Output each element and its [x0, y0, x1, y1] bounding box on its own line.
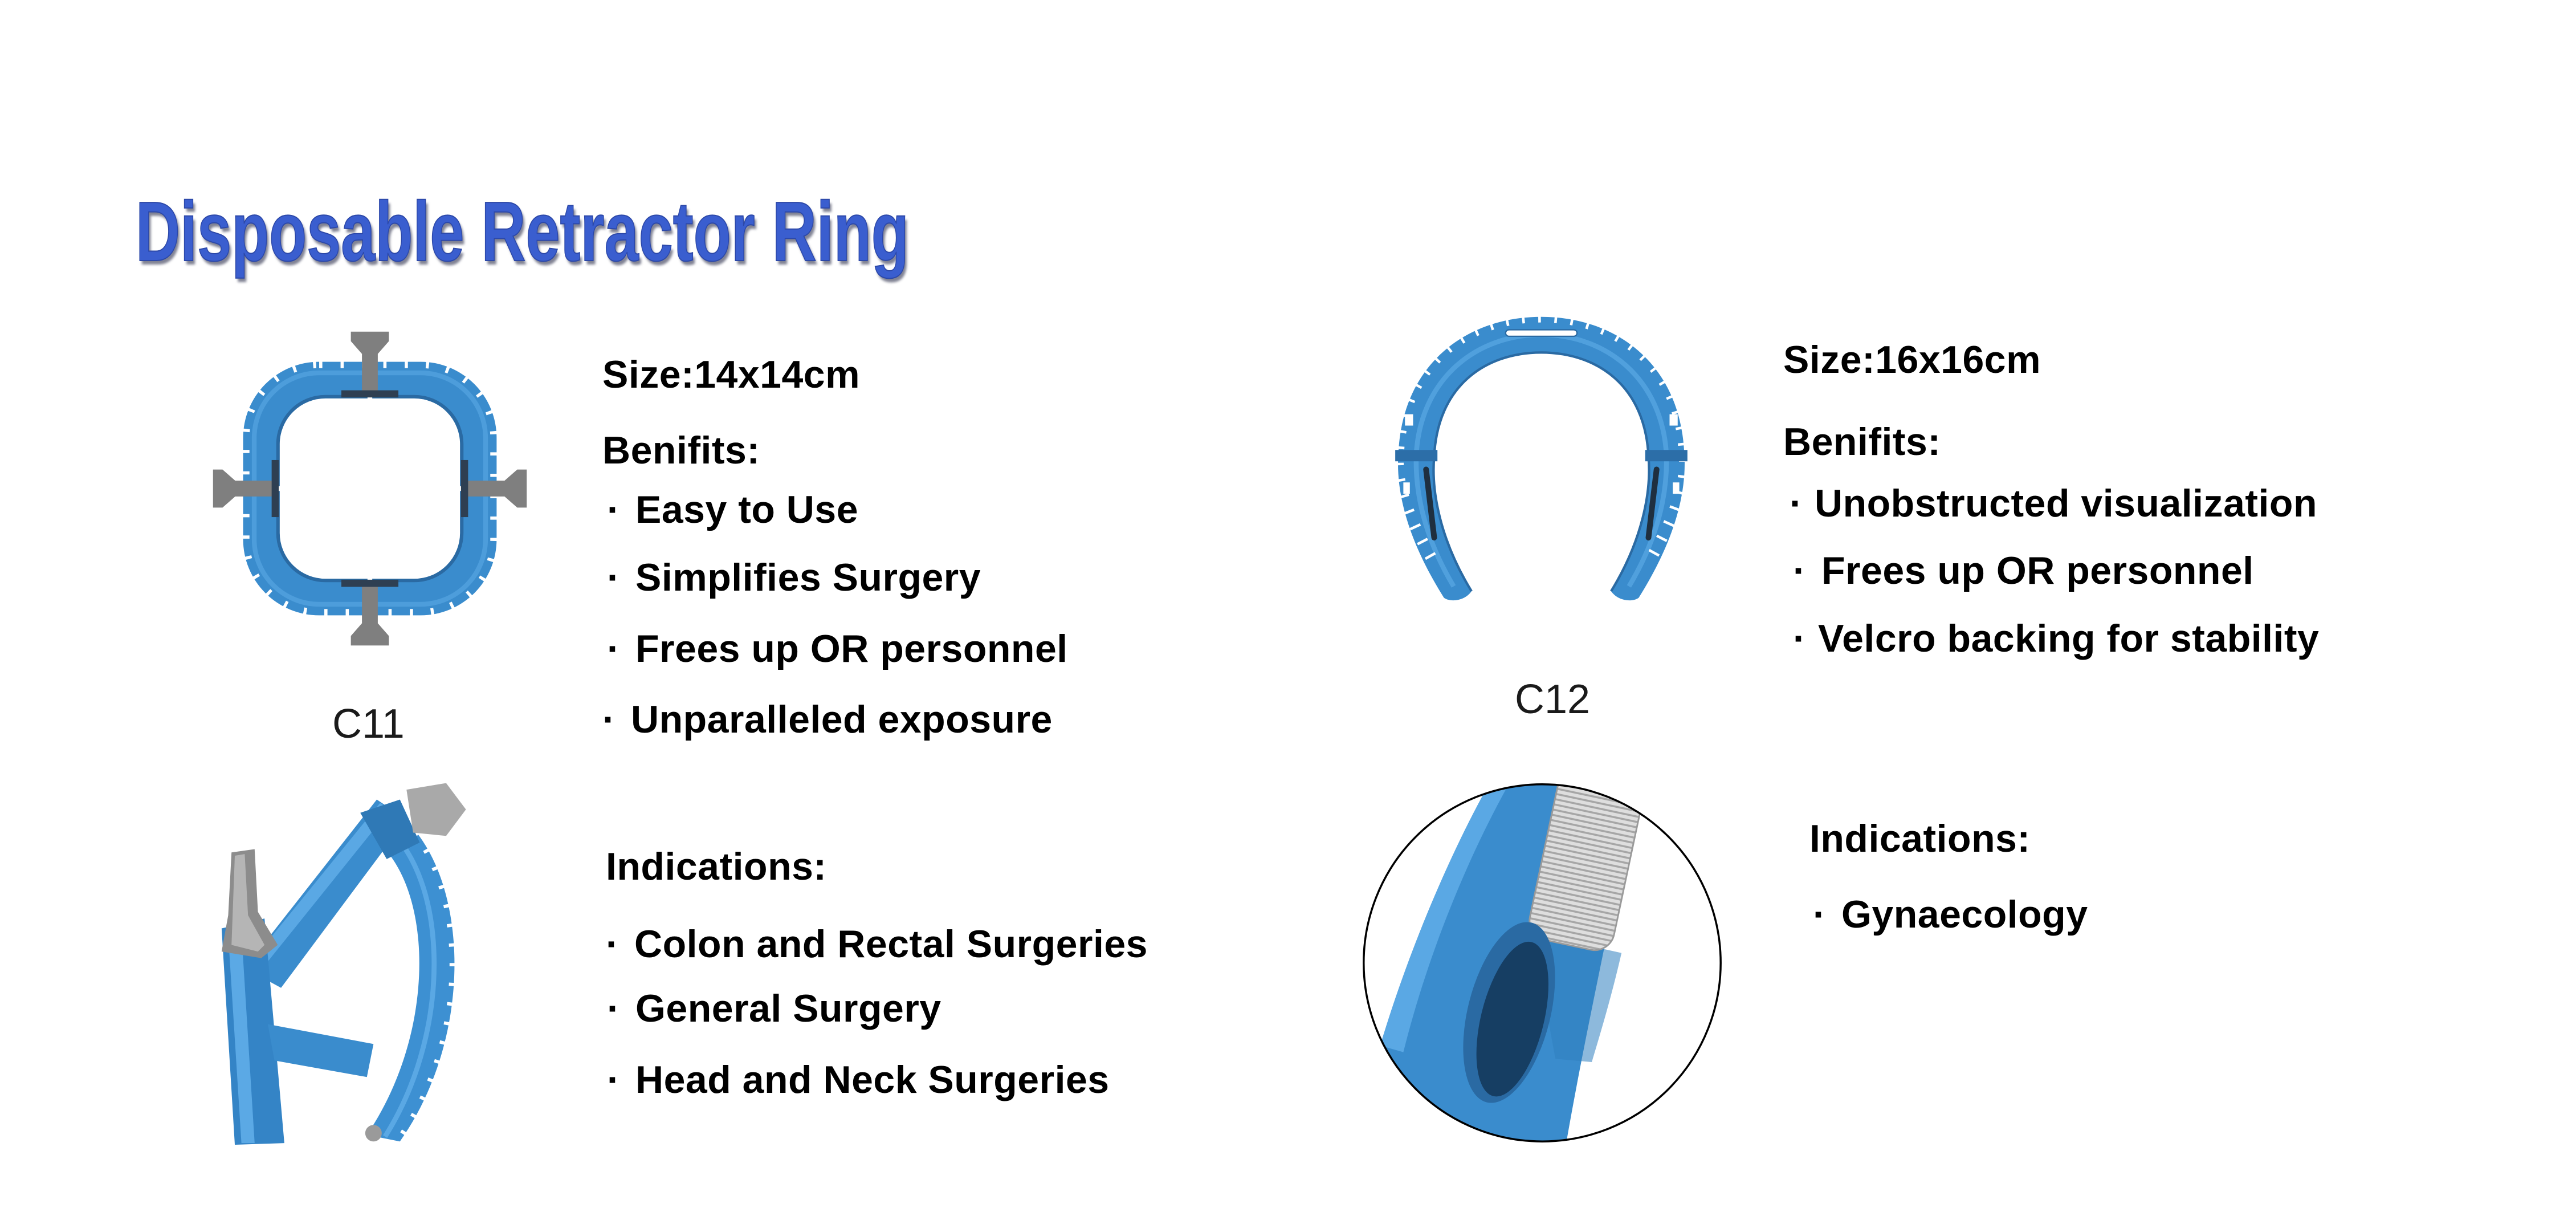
- c12-benefit-item: · Unobstructed visualization: [1790, 484, 2317, 523]
- c11-top-tab: [341, 331, 399, 400]
- bullet-icon: ·: [1793, 549, 1807, 592]
- c11-benefit-item: · Frees up OR personnel: [607, 629, 1068, 668]
- c12-size-label: Size:16x16cm: [1783, 338, 2041, 381]
- c12-benefit-text: Velcro backing for stability: [1818, 617, 2320, 660]
- c12-indications-heading: Indications:: [1809, 817, 2031, 860]
- c11-benefit-text: Frees up OR personnel: [635, 627, 1068, 670]
- bullet-icon: ·: [607, 488, 621, 531]
- bullet-icon: ·: [1813, 893, 1827, 936]
- bullet-icon: ·: [606, 922, 619, 966]
- c12-ring-image: [1395, 314, 1688, 601]
- c12-benefits-heading: Benifits:: [1783, 420, 1941, 463]
- bullet-icon: ·: [607, 1058, 621, 1101]
- retractor-handle: [221, 918, 374, 1145]
- retractor-arm: [244, 799, 420, 988]
- c12-horseshoe-body: [1395, 314, 1688, 601]
- c11-benefit-text: Easy to Use: [635, 488, 859, 531]
- c11-indication-text: General Surgery: [635, 987, 941, 1030]
- c11-size-label: Size:14x14cm: [602, 353, 861, 396]
- c11-benefit-text: Unparalleled exposure: [631, 698, 1053, 741]
- c11-right-tab: [458, 459, 527, 518]
- c12-benefit-item: · Frees up OR personnel: [1793, 551, 2254, 590]
- bolt: [365, 1125, 382, 1142]
- oval-slot: [1463, 922, 1555, 1103]
- c12-right-clip: [1645, 414, 1688, 541]
- c11-indications-heading: Indications:: [606, 845, 827, 888]
- c12-model-label: C12: [1515, 677, 1591, 722]
- c11-indication-item: · General Surgery: [607, 989, 941, 1028]
- c11-benefit-item: · Easy to Use: [607, 490, 858, 529]
- c11-indication-text: Head and Neck Surgeries: [635, 1058, 1110, 1101]
- c12-detail-image: [1363, 783, 1722, 1142]
- c12-indication-item: · Gynaecology: [1813, 895, 2088, 934]
- c11-ring-body: [237, 355, 503, 622]
- c11-benefit-item: · Simplifies Surgery: [607, 558, 981, 597]
- c11-bottom-tab: [341, 577, 399, 646]
- c12-benefit-text: Unobstructed visualization: [1815, 482, 2317, 525]
- c11-benefit-item: · Unparalleled exposure: [602, 700, 1053, 739]
- c11-left-tab: [213, 459, 282, 518]
- bullet-icon: ·: [607, 556, 621, 599]
- c12-benefit-item: · Velcro backing for stability: [1793, 619, 2319, 658]
- bullet-icon: ·: [1790, 482, 1803, 525]
- c12-left-clip: [1395, 414, 1438, 541]
- c11-indication-item: · Head and Neck Surgeries: [607, 1060, 1110, 1099]
- c11-model-label: C11: [332, 701, 405, 747]
- bullet-icon: ·: [1793, 617, 1807, 660]
- c11-benefit-text: Simplifies Surgery: [635, 556, 981, 599]
- c11-detail-image: [221, 783, 466, 1145]
- c12-benefit-text: Frees up OR personnel: [1821, 549, 2254, 592]
- grey-blade: [221, 849, 278, 958]
- c12-top-slot: [1505, 329, 1578, 337]
- c11-ring-image: [213, 331, 527, 646]
- ring-segment: [366, 802, 460, 1145]
- velcro-pad: [1529, 784, 1643, 951]
- c12-indication-text: Gynaecology: [1841, 893, 2088, 936]
- c11-benefits-heading: Benifits:: [602, 429, 760, 472]
- page-title: Disposable Retractor Ring: [135, 185, 909, 279]
- grey-clip: [406, 783, 466, 836]
- bullet-icon: ·: [607, 987, 621, 1030]
- c11-indication-text: Colon and Rectal Surgeries: [634, 922, 1148, 966]
- bullet-icon: ·: [602, 698, 616, 741]
- c11-indication-item: · Colon and Rectal Surgeries: [606, 925, 1148, 963]
- bullet-icon: ·: [607, 627, 621, 670]
